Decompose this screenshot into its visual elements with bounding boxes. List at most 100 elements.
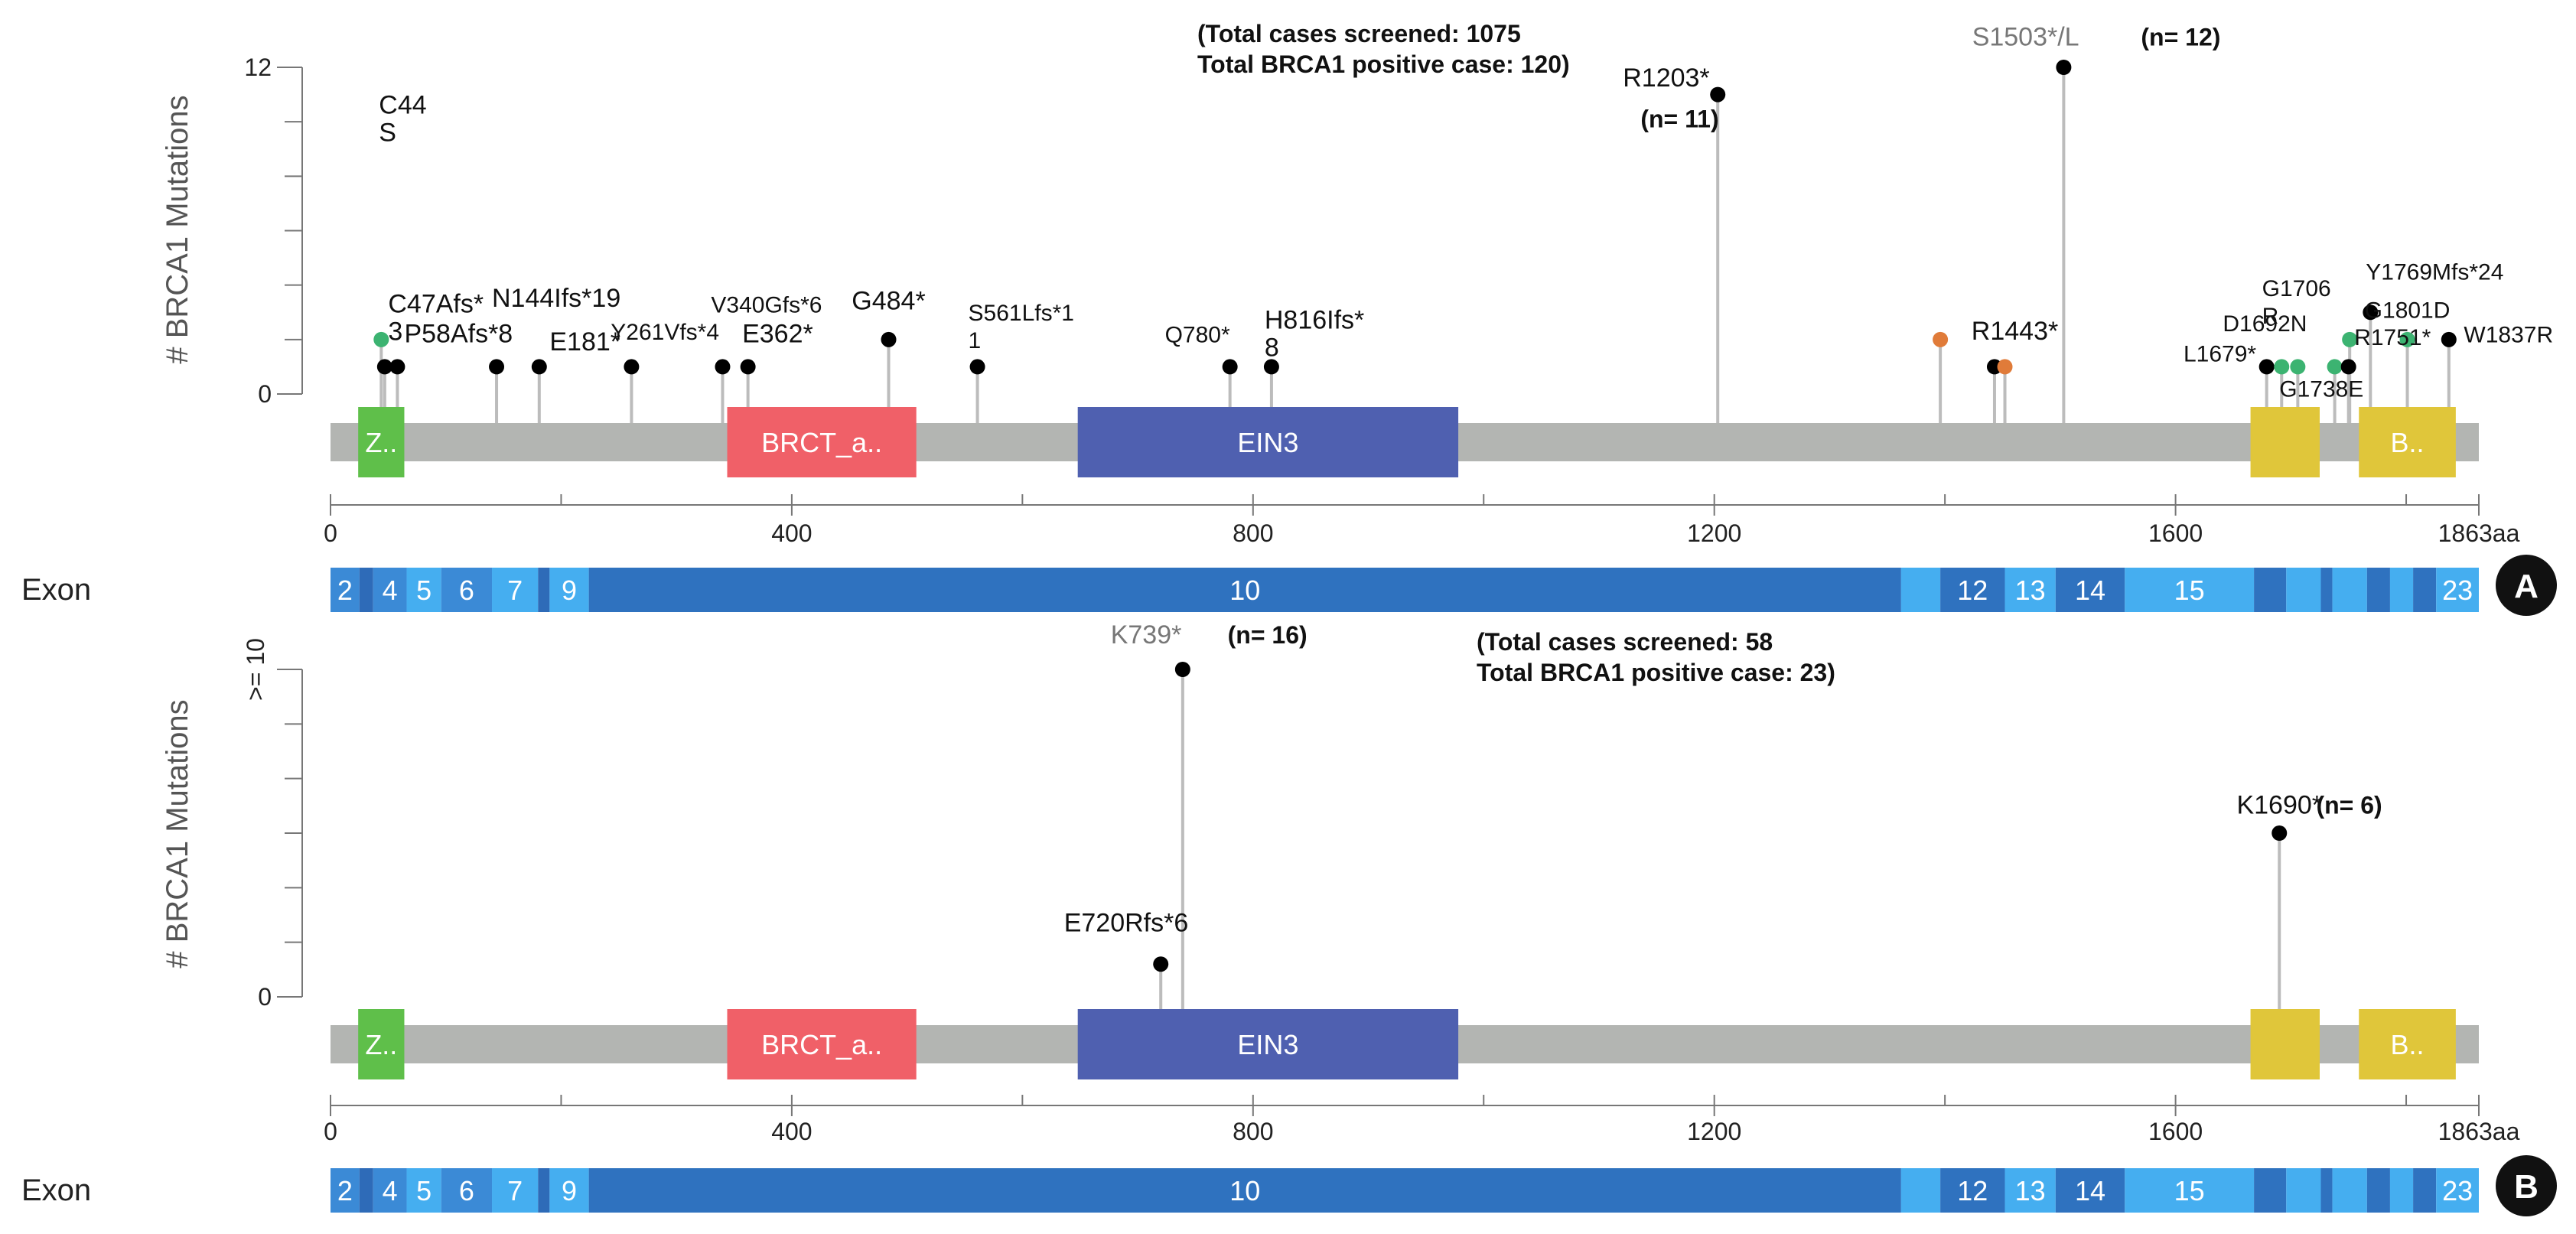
mutation-point xyxy=(969,359,985,375)
exon-segment xyxy=(373,568,407,612)
mutation-point xyxy=(531,359,547,375)
exon-segment xyxy=(331,568,360,612)
exon-segment xyxy=(406,1168,441,1213)
exon-segment xyxy=(359,1168,373,1213)
exon-label: 15 xyxy=(2174,575,2205,606)
exon-track-title: Exon xyxy=(21,1174,91,1207)
mutation-label: E181* xyxy=(549,327,620,357)
x-tick-label: 1200 xyxy=(1687,1118,1741,1145)
mutation-label: R1203* xyxy=(1623,63,1709,93)
exon-label: 5 xyxy=(416,575,432,606)
mutation-point xyxy=(2342,331,2358,347)
exon-segment xyxy=(2389,1168,2414,1213)
mutation-count-label: (n= 12) xyxy=(2141,24,2220,51)
exon-segment xyxy=(331,1168,360,1213)
mutation-label: K739* xyxy=(1111,620,1182,650)
mutation-label: G484* xyxy=(852,287,925,316)
exon-segment xyxy=(1900,1168,1941,1213)
exon-segment xyxy=(492,568,539,612)
domain-label: B.. xyxy=(2391,427,2425,458)
x-tick-label: 400 xyxy=(771,519,812,547)
mutation-point xyxy=(1222,359,1238,375)
exon-label: 14 xyxy=(2075,1175,2105,1206)
exon-label: 9 xyxy=(562,1175,577,1206)
exon-label: 15 xyxy=(2174,1175,2205,1206)
exon-segment xyxy=(441,568,493,612)
exon-label: 7 xyxy=(507,1175,523,1206)
mutation-count-label: (n= 11) xyxy=(1640,105,1718,132)
protein-domain xyxy=(2250,1009,2320,1079)
exon-segment xyxy=(2254,568,2287,612)
x-tick-label: 1863aa xyxy=(2438,519,2520,547)
mutation-point xyxy=(1933,331,1949,347)
exon-segment xyxy=(2332,1168,2367,1213)
panel-badge xyxy=(2496,555,2557,616)
exon-label: 10 xyxy=(1229,575,1260,606)
x-tick-label: 1863aa xyxy=(2438,1118,2520,1145)
mutation-point xyxy=(489,359,505,375)
mutation-label: Q780* xyxy=(1165,322,1230,347)
exon-segment xyxy=(588,1168,1901,1213)
panel-letter: A xyxy=(2514,568,2539,605)
protein-domain xyxy=(358,407,405,477)
mutation-point xyxy=(376,359,392,375)
mutation-point xyxy=(1263,359,1279,375)
exon-segment xyxy=(2366,568,2390,612)
x-tick-label: 0 xyxy=(324,519,337,547)
exon-segment xyxy=(2320,568,2333,612)
exon-segment xyxy=(441,1168,493,1213)
mutation-label: Y261Vfs*4 xyxy=(611,320,719,345)
exon-label: 23 xyxy=(2442,1175,2473,1206)
exon-segment xyxy=(2366,1168,2390,1213)
exon-segment xyxy=(2413,568,2437,612)
mutation-label: P58Afs*8 xyxy=(404,319,513,348)
exon-label: 2 xyxy=(337,1175,353,1206)
exon-segment xyxy=(359,568,373,612)
mutation-point xyxy=(624,359,640,375)
mutation-point xyxy=(1174,662,1190,677)
mutation-label: D1692N xyxy=(2223,311,2307,337)
domain-label: B.. xyxy=(2391,1029,2425,1060)
exon-track-title: Exon xyxy=(21,573,91,607)
y-tick-label: 0 xyxy=(258,983,272,1011)
exon-label: 13 xyxy=(2015,1175,2046,1206)
x-tick-label: 800 xyxy=(1233,519,1273,547)
exon-label: 5 xyxy=(416,1175,432,1206)
mutation-point xyxy=(1153,956,1169,972)
mutation-point xyxy=(2441,331,2457,347)
exon-label: 4 xyxy=(383,1175,398,1206)
exon-segment xyxy=(549,1168,589,1213)
protein-domain xyxy=(2359,1009,2456,1079)
mutation-label: G1801D xyxy=(2365,298,2451,323)
protein-domain xyxy=(2359,407,2456,477)
mutation-label: C47Afs*3 xyxy=(388,289,484,346)
mutation-point xyxy=(373,331,389,347)
domain-label: Z.. xyxy=(365,427,397,458)
mutation-point xyxy=(2290,359,2306,375)
protein-domain xyxy=(727,407,917,477)
mutation-label: S1503*/L xyxy=(1972,23,2079,52)
mutation-point xyxy=(2327,359,2343,375)
exon-segment xyxy=(549,568,589,612)
exon-label: 9 xyxy=(562,575,577,606)
mutation-point xyxy=(1997,359,2013,375)
protein-domain xyxy=(727,1009,917,1079)
panel-badge xyxy=(2496,1155,2557,1216)
exon-segment xyxy=(2320,1168,2333,1213)
x-tick-label: 1200 xyxy=(1687,519,1741,547)
domain-label: EIN3 xyxy=(1237,1029,1298,1060)
exon-label: 10 xyxy=(1229,1175,1260,1206)
mutation-label: Y1769Mfs*24 xyxy=(2366,260,2503,285)
protein-domain xyxy=(1077,407,1459,477)
y-axis-title: # BRCA1 Mutations xyxy=(161,95,194,363)
mutation-point xyxy=(2272,825,2288,841)
mutation-label: E362* xyxy=(742,319,813,348)
exon-segment xyxy=(588,568,1901,612)
exon-segment xyxy=(373,1168,407,1213)
exon-segment xyxy=(2125,568,2255,612)
exon-label: 12 xyxy=(1957,1175,1988,1206)
